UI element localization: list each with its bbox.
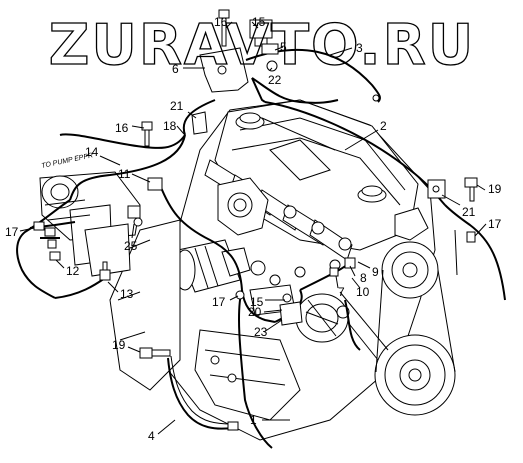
callout-labels: 16 15 5 3 6 22 21 16 18 2 14 11 19 21 17… <box>5 15 502 443</box>
callout-label: 13 <box>120 287 134 301</box>
callout-label: 4 <box>148 429 155 443</box>
alternator <box>295 293 350 343</box>
hydraulic-pump <box>39 171 141 277</box>
callout-label: 21 <box>462 205 476 219</box>
callout-label: 11 <box>118 167 131 181</box>
callout-label: 17 <box>212 295 226 309</box>
callout-label: 10 <box>356 285 370 299</box>
fasteners-and-connectors <box>33 9 478 431</box>
leader-lines <box>19 21 487 435</box>
callout-label: 15 <box>250 295 264 309</box>
callout-label: 22 <box>268 73 282 87</box>
callout-label: 14 <box>85 145 99 159</box>
callout-label: 2 <box>380 119 387 133</box>
callout-label: 25 <box>124 239 138 253</box>
callout-label: 19 <box>488 182 502 196</box>
callout-label: 19 <box>112 338 126 352</box>
callout-label: 5 <box>280 40 287 54</box>
callout-label: 17 <box>488 217 502 231</box>
callout-label: 16 <box>115 121 129 135</box>
callout-label: 15 <box>252 15 266 29</box>
wiring-harness <box>16 48 506 449</box>
callout-label: 21 <box>170 99 184 113</box>
ground-strap <box>167 357 233 430</box>
callout-label: 16 <box>214 15 228 29</box>
callout-label: 3 <box>356 41 363 55</box>
callout-label: 9 <box>372 265 379 279</box>
callout-label: 17 <box>5 225 19 239</box>
callout-label: 7 <box>338 285 345 299</box>
callout-label: 1 <box>250 413 257 427</box>
pulleys-and-belt <box>329 241 456 416</box>
callout-label: 8 <box>360 271 367 285</box>
watermark-text: ZURAVTO.RU <box>49 13 476 78</box>
callout-label: 18 <box>163 119 177 133</box>
callout-label: 6 <box>172 62 179 76</box>
callout-label: 12 <box>66 264 80 278</box>
callout-label: 23 <box>254 325 268 339</box>
callout-label: 20 <box>248 305 262 319</box>
